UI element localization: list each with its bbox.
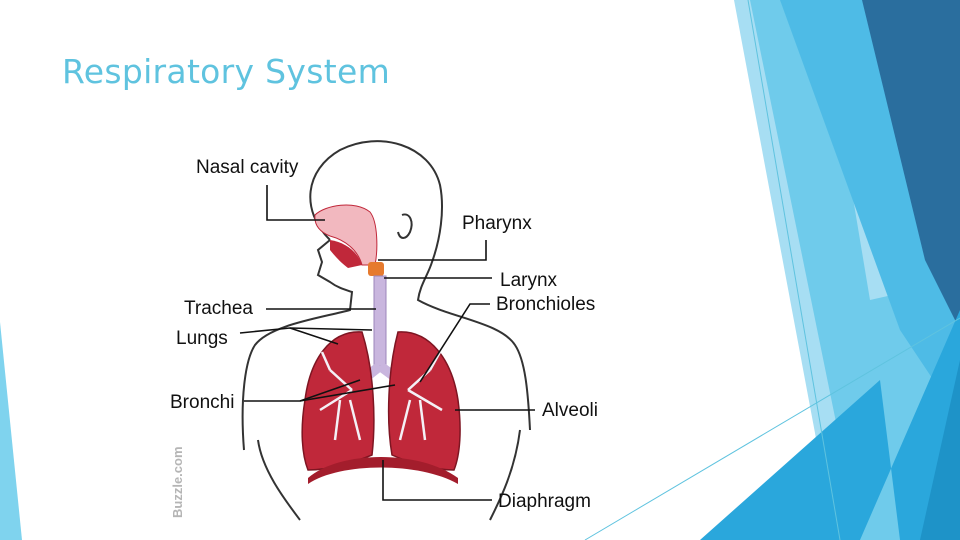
leader-nasal-cavity: [266, 185, 325, 221]
label-larynx: Larynx: [500, 270, 558, 291]
bg-shape-light-2: [750, 0, 960, 540]
label-bronchi: Bronchi: [170, 392, 234, 413]
label-lungs: Lungs: [176, 328, 228, 349]
leader-lungs-2: [289, 327, 339, 345]
diaphragm-shape: [308, 457, 458, 484]
slide-title: Respiratory System: [62, 52, 391, 91]
label-nasal-cavity: Nasal cavity: [196, 157, 299, 178]
bg-thin-line-2: [584, 317, 960, 540]
nasal-airway: [314, 204, 384, 276]
leader-diaphragm: [382, 460, 492, 501]
label-diaphragm: Diaphragm: [498, 491, 591, 512]
body-outline: [241, 140, 531, 521]
bg-thin-line-1: [747, 0, 841, 540]
leader-pharynx: [378, 240, 487, 261]
leader-lines: [239, 185, 535, 501]
right-lung: [387, 331, 461, 471]
label-bronchioles: Bronchioles: [496, 294, 595, 315]
bg-shape-deep-bottom: [920, 360, 960, 540]
leader-bronchioles: [419, 303, 490, 383]
label-trachea: Trachea: [184, 298, 253, 319]
label-pharynx: Pharynx: [462, 213, 532, 234]
larynx-shape: [368, 262, 384, 276]
label-alveoli: Alveoli: [542, 400, 598, 421]
watermark: Buzzle.com: [170, 446, 185, 518]
leader-bronchi-2: [299, 384, 396, 402]
bg-shape-dark: [862, 0, 960, 330]
bg-shape-blue-bottom: [700, 310, 960, 540]
left-lung: [301, 331, 375, 471]
left-sliver-shape: [0, 322, 22, 540]
